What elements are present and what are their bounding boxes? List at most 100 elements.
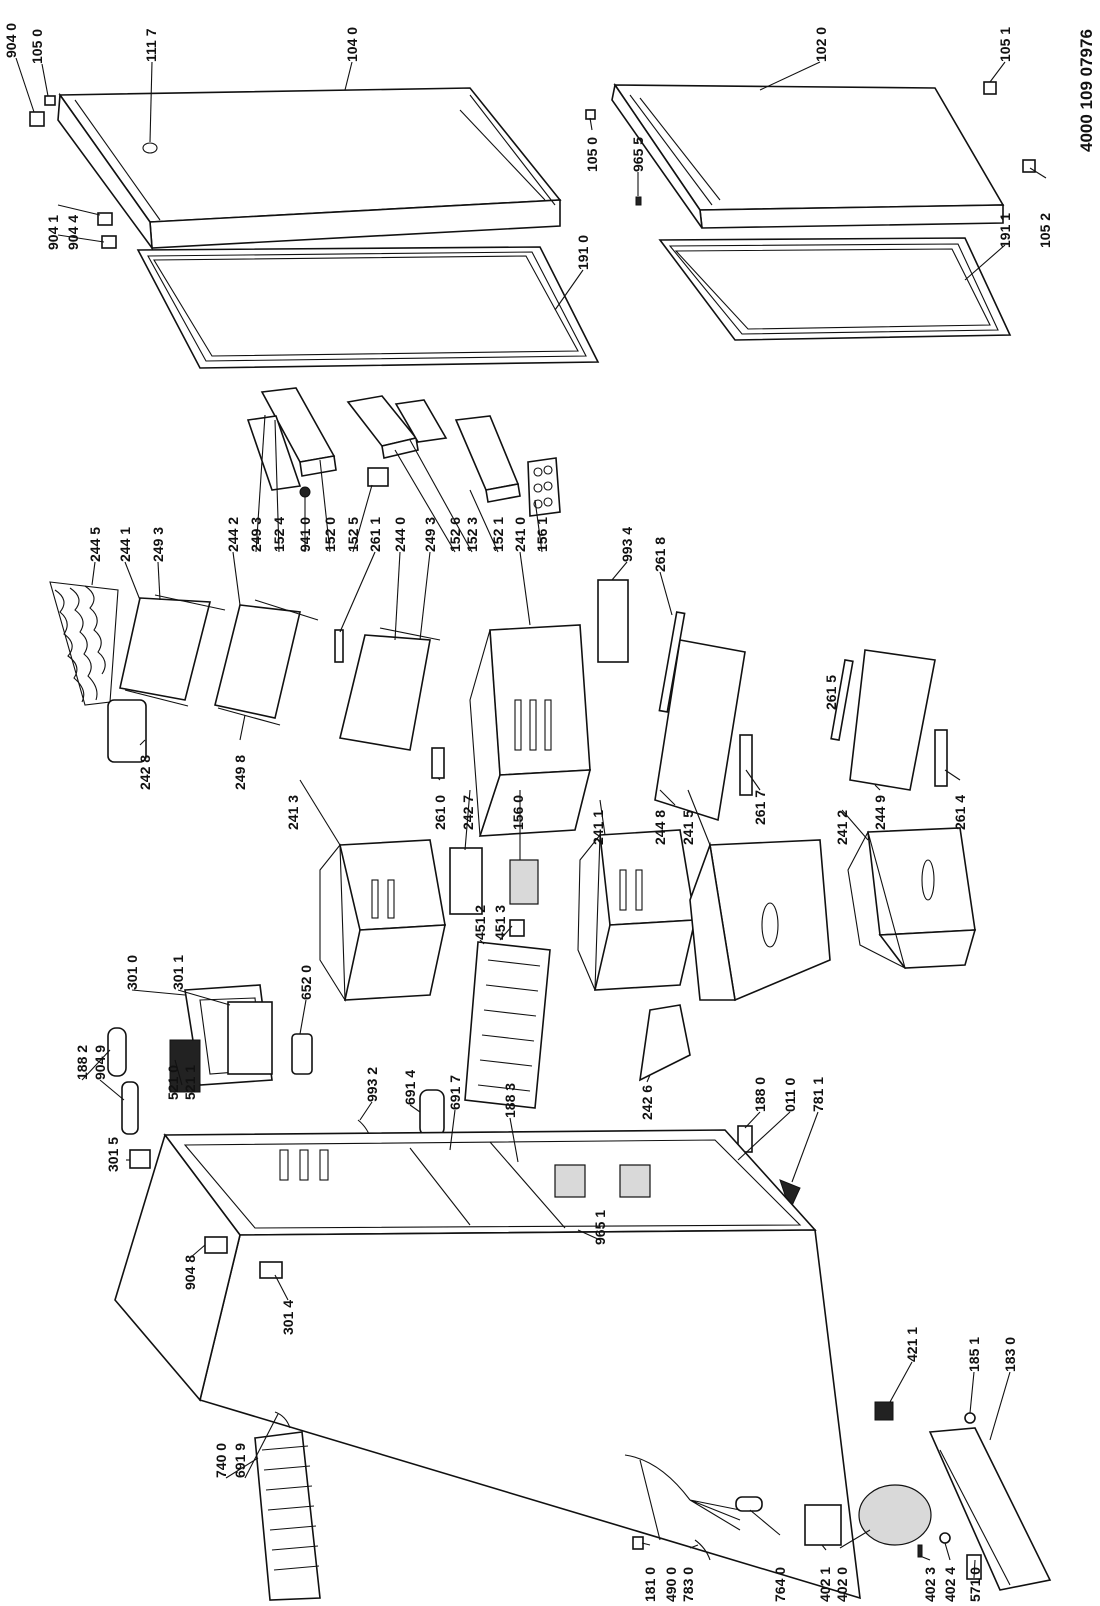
holder-261-0 [431,747,445,779]
label-111-7: 111 7 [143,28,159,62]
label-261-5: 261 5 [823,675,839,710]
label-521-0: 521 0 [165,1065,181,1100]
label-105-0-b: 105 0 [584,137,600,172]
label-521-1: 521 1 [182,1065,198,1100]
label-244-9: 244 9 [872,795,888,830]
fridge-door-gasket [136,246,600,369]
lamp-cover-652-0 [291,1033,313,1075]
label-242-6: 242 6 [639,1085,655,1120]
bracket-451-3 [509,919,525,937]
label-244-5: 244 5 [87,527,103,562]
label-764-0: 764 0 [772,1567,788,1602]
cabinet-body [114,1129,861,1600]
cover-301-4 [259,1261,283,1279]
label-242-8: 242 8 [137,755,153,790]
label-249-3-b: 249 3 [248,517,264,552]
egg-tray [527,457,561,517]
label-965-5: 965 5 [630,137,646,172]
door-balcony-1 [260,387,337,477]
wine-rack [49,581,119,706]
grommet-185-1 [964,1412,976,1424]
hinge-part-top-right [983,81,997,95]
door-balcony-3 [346,395,419,459]
rail-261-5 [830,658,854,742]
label-105-2: 105 2 [1037,213,1053,248]
drawer-241-1 [577,829,697,991]
bottle-holder-242-7 [449,847,483,915]
rail-261-8 [658,611,686,713]
condenser-740-0 [254,1431,321,1601]
label-301-4: 301 4 [280,1300,296,1335]
label-402-0: 402 0 [834,1567,850,1602]
hinge-cover-part-3 [101,235,117,249]
pipe-691-9 [274,1411,291,1429]
knob-part [299,486,311,498]
label-261-1: 261 1 [367,517,383,552]
label-261-4: 261 4 [952,795,968,830]
relay-421-1 [874,1401,894,1421]
butter-dish-242-8 [107,699,147,763]
leader-lines [15,57,1047,1579]
label-740-0: 740 0 [213,1443,229,1478]
label-105-0-a: 105 0 [29,29,45,64]
label-188-3: 188 3 [502,1083,518,1118]
hinge-188-2 [107,1027,127,1077]
label-241-2: 241 2 [834,810,850,845]
label-571-0: 571 0 [967,1567,983,1602]
label-402-1: 402 1 [817,1567,833,1602]
door-balcony-4 [394,399,448,443]
vent-691-4 [419,1089,445,1137]
pipe-783-0 [694,1539,711,1561]
label-691-9: 691 9 [232,1443,248,1478]
label-451-3: 451 3 [492,905,508,940]
label-941-0: 941 0 [297,517,313,552]
label-451-2: 451 2 [472,905,488,940]
fan-cover-451-2 [464,941,551,1109]
label-152-3: 152 3 [464,517,480,552]
label-249-3-c: 249 3 [422,517,438,552]
spacer-781-1 [779,1179,801,1212]
label-904-8: 904 8 [182,1255,198,1290]
label-421-1: 421 1 [904,1327,920,1362]
label-102-0: 102 0 [813,27,829,62]
label-261-0: 261 0 [432,795,448,830]
power-cord-490-0 [624,1454,741,1531]
label-241-1: 241 1 [590,810,606,845]
glass-shelf-3 [334,627,441,751]
label-261-8: 261 8 [652,537,668,572]
label-904-1: 904 1 [45,215,61,250]
label-104-0: 104 0 [344,27,360,62]
clip-402-3 [917,1544,923,1558]
control-label-301-1 [227,1001,273,1075]
hinge-cover-part [29,111,45,127]
dryer-764-0 [735,1496,763,1512]
label-904-0: 904 0 [3,23,19,58]
label-242-7: 242 7 [460,795,476,830]
label-181-0: 181 0 [642,1567,658,1602]
label-152-5: 152 5 [345,517,361,552]
label-191-1: 191 1 [997,213,1013,248]
door-balcony-5 [454,415,521,503]
part-181-0 [632,1536,644,1550]
label-490-0: 490 0 [663,1567,679,1602]
bushing-part-2 [585,109,596,120]
label-188-0: 188 0 [752,1077,768,1112]
label-652-0: 652 0 [298,965,314,1000]
label-241-3: 241 3 [285,795,301,830]
grid-993-4 [597,579,629,663]
small-cover-part [367,467,389,487]
label-904-9: 904 9 [92,1045,108,1080]
label-183-0: 183 0 [1002,1337,1018,1372]
label-244-2: 244 2 [225,517,241,552]
label-191-0: 191 0 [575,235,591,270]
label-105-1: 105 1 [997,27,1013,62]
label-156-0: 156 0 [510,795,526,830]
freezer-door [611,82,1005,229]
compressor-402-0 [858,1484,932,1546]
label-244-1: 244 1 [117,527,133,562]
drawer-241-5 [689,839,831,1002]
label-249-3-a: 249 3 [150,527,166,562]
base-plate-183-0 [928,1427,1052,1591]
cover-242-6 [638,1004,691,1082]
cover-402-1 [804,1504,842,1546]
